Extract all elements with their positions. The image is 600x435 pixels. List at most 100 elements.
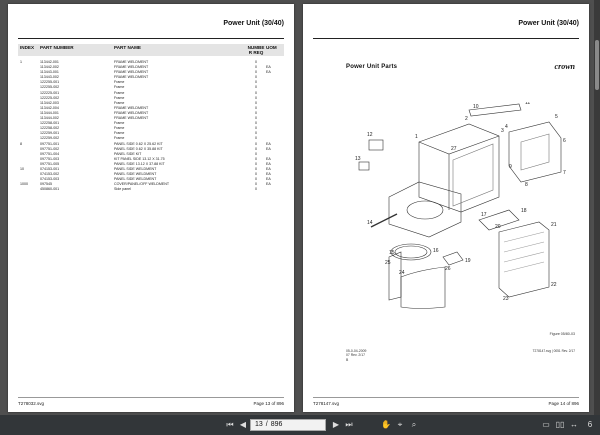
cell-uom: EA — [266, 156, 271, 161]
page-14: Power Unit (30/40) Power Unit Parts crow… — [303, 4, 589, 412]
fit-width-icon[interactable]: ↔ — [570, 420, 578, 429]
callout-number: 13 — [355, 156, 361, 162]
callout-number: 25 — [385, 260, 391, 266]
last-page-icon[interactable]: ⏭ — [345, 420, 353, 429]
callout-number: 17 — [481, 212, 487, 218]
callout-number: 6 — [563, 138, 566, 144]
cell-part-name: KIT PANEL SIDE 13.12 X 31.75 — [114, 156, 165, 161]
nav-right-label[interactable]: 6 — [587, 420, 593, 429]
single-page-view-icon[interactable]: ▭ — [542, 420, 550, 429]
cell-part-number: 074153-002 — [40, 172, 60, 177]
bolt-strip — [370, 213, 398, 228]
callout-number: 15 — [389, 250, 395, 256]
previous-page-icon[interactable]: ◀ — [239, 420, 247, 429]
footer-rule — [18, 397, 284, 398]
cell-qty: 0 — [255, 187, 257, 192]
cell-uom: EA — [266, 182, 271, 187]
cell-uom: EA — [266, 65, 271, 70]
callout-number: 11 — [525, 102, 530, 106]
tray-plate — [478, 209, 520, 231]
cell-qty: 0 — [255, 131, 257, 136]
frame-top — [418, 135, 500, 155]
cell-part-name: PANEL SIDE WELDMENT — [114, 166, 157, 171]
cell-qty: 0 — [255, 166, 257, 171]
cell-part-name: Frame — [114, 80, 125, 85]
footer-file: T278032.svg — [18, 401, 45, 406]
next-page-icon[interactable]: ▶ — [332, 420, 340, 429]
col-part-number: PART NUMBER — [40, 45, 74, 50]
cell-part-number: 113442-003 — [40, 100, 59, 105]
date-line: 05-0-04-2009 — [346, 349, 367, 353]
pdf-viewer: Power Unit (30/40) INDEX PART NUMBER PAR… — [8, 0, 600, 415]
cell-part-name: Frame — [114, 136, 125, 141]
title-rule — [313, 38, 579, 39]
cell-qty: 0 — [255, 105, 257, 110]
cell-qty: 0 — [255, 141, 257, 146]
cell-qty: 0 — [255, 110, 257, 115]
cell-qty: 0 — [255, 161, 257, 166]
cell-qty: 0 — [255, 90, 257, 95]
cell-part-name: PANEL SIDE WELDMENT — [114, 172, 157, 177]
cell-part-number: 113443-001 — [40, 70, 59, 75]
cell-part-number: 113442-001 — [40, 60, 59, 64]
cell-index: 1000 — [20, 182, 28, 187]
cell-qty: 0 — [255, 177, 257, 182]
cell-part-name: COVER/PANEL/OFF WELDMENT — [114, 182, 170, 187]
curved-cover — [400, 266, 446, 309]
cell-part-name: Frame — [114, 85, 125, 90]
first-page-icon[interactable]: ⏮ — [226, 420, 234, 429]
page-number-input[interactable]: 13/896 — [250, 419, 326, 431]
callout-number: 9 — [509, 164, 512, 170]
cell-part-name: PANEL SIDE KIT — [114, 151, 142, 156]
cell-part-name: Frame — [114, 90, 125, 95]
hand-tool-icon[interactable]: ✋ — [381, 420, 391, 429]
ring-inner — [394, 245, 428, 259]
cell-part-number: 450860-001 — [40, 187, 60, 192]
parts-table-header: INDEX PART NUMBER PART NAME NUMBE R REQ … — [18, 44, 284, 56]
two-page-view-icon[interactable]: ▯▯ — [555, 420, 565, 429]
cell-part-number: 122225-001 — [40, 90, 60, 95]
cell-part-number: 122255-002 — [40, 85, 60, 90]
cell-part-number: 074153-003 — [40, 177, 60, 182]
select-tool-icon[interactable]: ⌖ — [397, 420, 403, 429]
cell-part-name: FRAME WELDMENT — [114, 110, 149, 115]
callout-number: 14 — [367, 220, 373, 226]
callout-number: 3 — [501, 128, 504, 134]
cell-uom: EA — [266, 146, 271, 151]
callout-number: 26 — [445, 266, 451, 272]
col-number-req: NUMBE R REQ — [247, 45, 265, 55]
cell-uom: EA — [266, 70, 271, 75]
callout-number: 16 — [433, 248, 439, 254]
frame-body — [418, 123, 500, 213]
small-bracket-left — [368, 139, 384, 151]
cell-qty: 0 — [255, 100, 257, 105]
scrollbar-thumb[interactable] — [595, 40, 599, 90]
cell-part-name: FRAME WELDMENT — [114, 105, 149, 110]
cell-part-name: PANEL SIDE WELDMENT — [114, 177, 157, 182]
cell-qty: 0 — [255, 80, 257, 85]
search-icon[interactable]: ⌕ — [411, 420, 417, 429]
callout-number: 20 — [495, 224, 501, 230]
section-title: Power Unit Parts — [346, 64, 398, 70]
cell-uom: EA — [266, 141, 271, 146]
side-panel-right-ribs — [503, 231, 545, 273]
cell-part-number: 097751-001 — [40, 141, 60, 146]
cell-qty: 0 — [255, 70, 257, 75]
callout-number: 22 — [551, 282, 557, 288]
callout-number: 19 — [465, 258, 471, 264]
cell-qty: 0 — [255, 60, 257, 64]
cell-uom: EA — [266, 161, 271, 166]
vertical-scrollbar[interactable] — [594, 0, 600, 415]
cell-part-name: Frame — [114, 131, 125, 136]
cell-index: 10 — [20, 166, 24, 171]
cell-uom: EA — [266, 166, 271, 171]
frame-inner-panel — [452, 143, 494, 207]
